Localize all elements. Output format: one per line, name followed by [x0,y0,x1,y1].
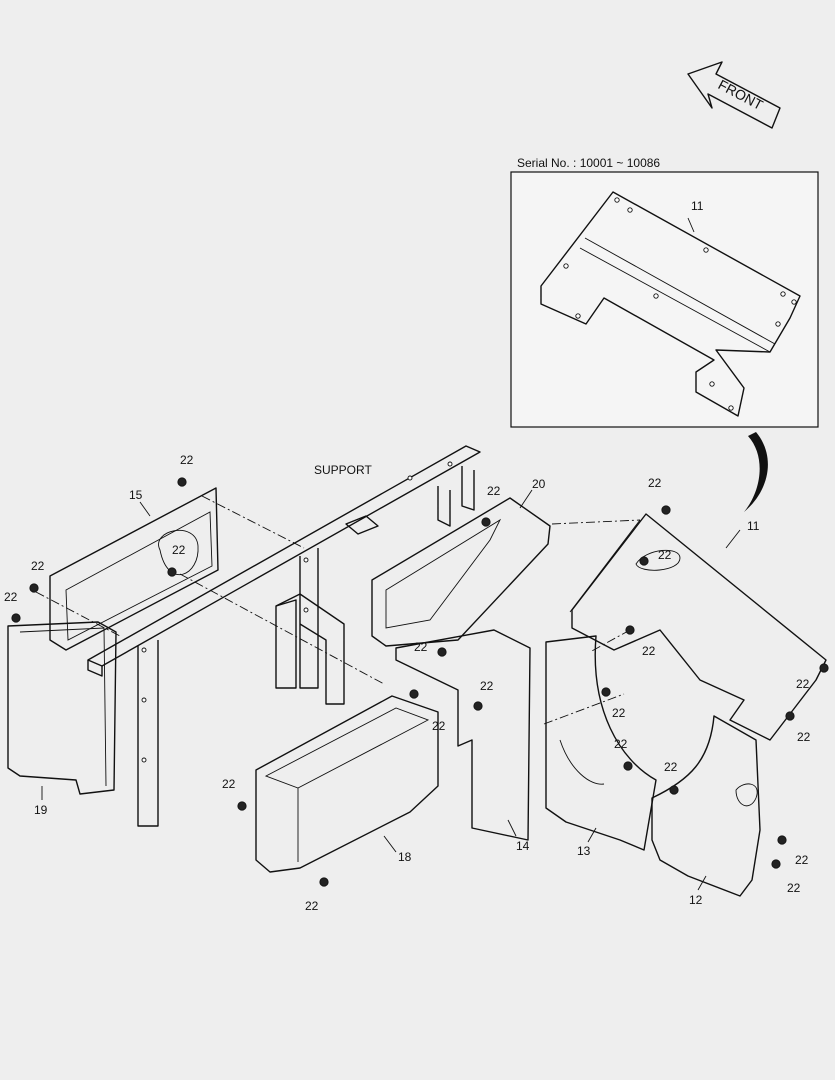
bolt-15-center [167,567,177,577]
callout-22-11: 22 [648,476,662,490]
bolt-11-right [819,663,829,673]
bolt-13-c [623,761,633,771]
bolt-18-top [409,689,419,699]
callout-22-10: 22 [305,899,319,913]
transition-arrow [744,432,768,512]
callout-22-12: 22 [658,548,672,562]
callout-22-5: 22 [487,484,501,498]
callout-15: 15 [129,488,143,502]
callout-19: 19 [34,803,48,817]
callout-18: 18 [398,850,412,864]
callout-14: 14 [516,839,530,853]
bolt-18-left [237,801,247,811]
bolt-14-mid [473,701,483,711]
callout-22-16: 22 [612,706,626,720]
bolt-left-a [29,583,39,593]
callout-22-6: 22 [414,640,428,654]
callout-22-8: 22 [432,719,446,733]
part-15: 15 [49,487,219,651]
bolt-11-lower [785,711,795,721]
callout-11: 11 [747,519,760,533]
callout-22-13: 22 [796,677,810,691]
inset-part-label: 11 [691,199,704,213]
support-label: SUPPORT [314,463,372,477]
support-frame: SUPPORT [87,445,481,827]
bolt-13-a [625,625,635,635]
callout-22-20: 22 [787,881,801,895]
callout-22-15: 22 [642,644,656,658]
bolt-13-b [601,687,611,697]
callout-22-19: 22 [795,853,809,867]
part-13: 13 [545,635,657,858]
bolt-markers [11,477,829,887]
alignment-lines [35,495,641,725]
callout-22-7: 22 [480,679,494,693]
callout-22-2: 22 [172,543,186,557]
serial-inset: Serial No. : 10001 ~ 10086 11 [510,156,819,428]
callout-12: 12 [689,893,703,907]
part-18: 18 [255,695,439,873]
callout-22-18: 22 [664,760,678,774]
bolt-11-top [661,505,671,515]
inset-serial-text: Serial No. : 10001 ~ 10086 [517,156,660,170]
bolt-14-top [437,647,447,657]
bolt-18-bottom [319,877,329,887]
bolt-20-top [481,517,491,527]
callout-22-9: 22 [222,777,236,791]
part-14: 14 [395,629,531,853]
part-12: 12 [651,715,761,907]
callout-22-1: 22 [180,453,194,467]
callout-20: 20 [532,477,546,491]
bolt-12-c [771,859,781,869]
bolt-11-center [639,556,649,566]
part-11: 11 [569,513,827,741]
bolt-15-top [177,477,187,487]
callout-22-4: 22 [4,590,18,604]
bolt-left-b [11,613,21,623]
bolt-12-b [777,835,787,845]
bolt-12-a [669,785,679,795]
callout-22-14: 22 [797,730,811,744]
part-20: 20 [371,477,551,647]
callout-13: 13 [577,844,591,858]
callout-22-17: 22 [614,737,628,751]
callout-22-3: 22 [31,559,45,573]
bolt-callouts: 22 22 22 22 22 22 22 22 22 22 22 22 22 2… [4,453,811,913]
